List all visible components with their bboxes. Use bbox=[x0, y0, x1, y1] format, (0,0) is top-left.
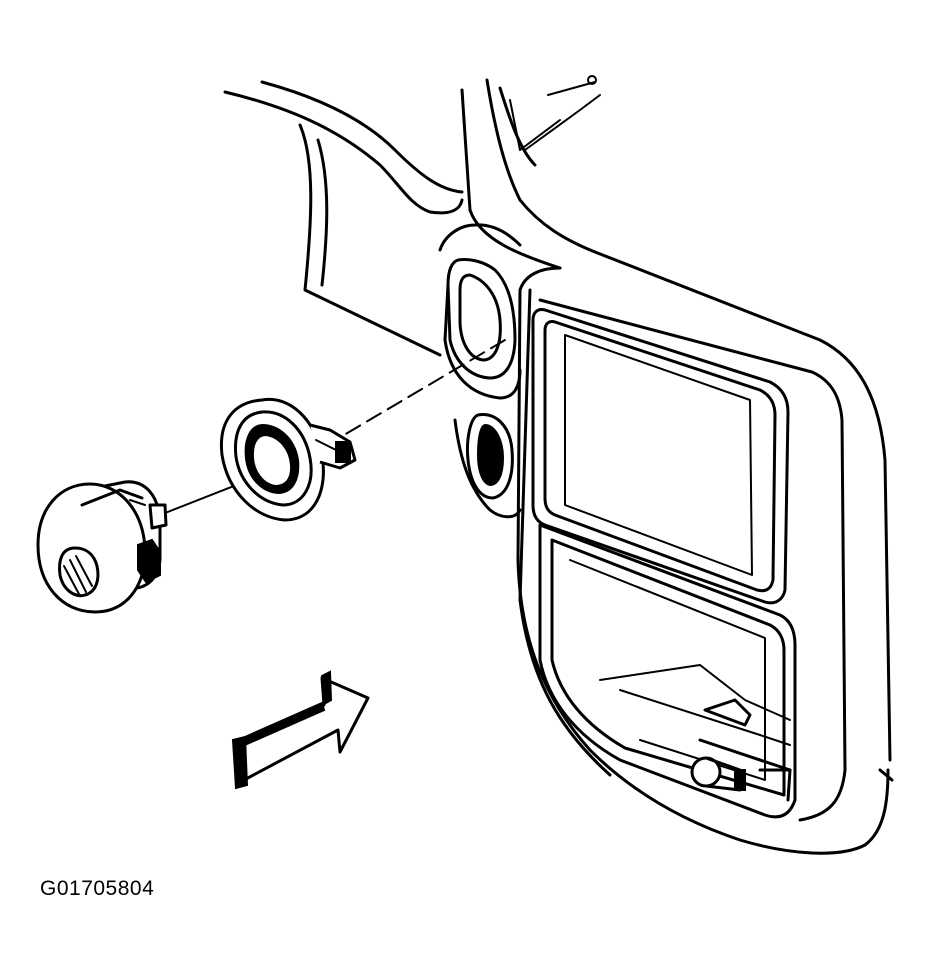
view-direction-arrow bbox=[231, 670, 370, 790]
instrument-panel-trim bbox=[223, 75, 892, 762]
figure-code: G01705804 bbox=[40, 877, 155, 900]
lock-bezel-ring bbox=[219, 397, 357, 522]
lock-cylinder bbox=[36, 480, 168, 614]
center-bezel bbox=[443, 258, 894, 855]
